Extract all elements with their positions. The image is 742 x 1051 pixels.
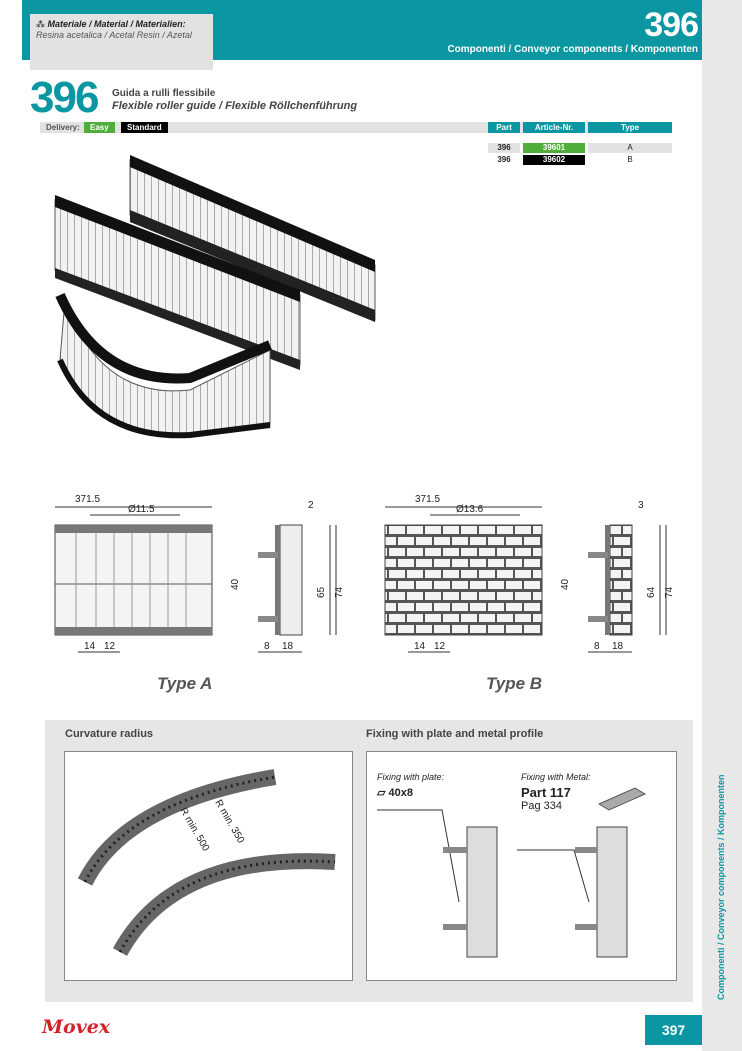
type-cell: A: [588, 143, 672, 153]
delivery-bar: Delivery: Easy Standard: [40, 122, 670, 133]
type-a-label: Type A: [157, 674, 213, 693]
movex-logo: Movex: [42, 1016, 111, 1038]
fixing-panel: Fixing with plate: ▱ 40x8 Fixing with Me…: [366, 751, 677, 981]
article-cell: 39602: [523, 155, 585, 165]
plate-label: Fixing with plate:: [377, 772, 445, 782]
type-b-drawing: 371.5 Ø13.6 14 12 40 64 74 3 8 18: [384, 494, 675, 653]
part-cell: 396: [488, 143, 520, 153]
section-number: 396: [644, 6, 699, 44]
article-cell: 39601: [523, 143, 585, 153]
dim-40: 40: [230, 578, 241, 590]
metal-part: Part 117: [521, 785, 571, 800]
part-cell: 396: [497, 155, 511, 164]
dim-74: 74: [334, 586, 345, 598]
side-category-text: Componenti / Conveyor components / Kompo…: [716, 774, 726, 1000]
material-icon: ⁂: [36, 19, 48, 29]
plate-icon: ▱: [377, 787, 389, 799]
fixing-drawing: [377, 787, 647, 958]
category-title: Componenti / Conveyor components / Kompo…: [447, 44, 698, 55]
delivery-label: Delivery:: [46, 123, 80, 132]
curvature-drawing: R min. 500 R min. 350: [77, 769, 336, 956]
delivery-easy-tag: Easy: [84, 122, 115, 133]
product-image: [54, 155, 376, 439]
metal-page: Pag 334: [521, 800, 562, 812]
page-number: 397: [645, 1015, 702, 1045]
metal-label: Fixing with Metal:: [521, 772, 591, 782]
type-b-label: Type B: [486, 674, 543, 693]
table-header-part: Part: [488, 122, 520, 133]
table-header-article: Article-Nr.: [523, 122, 585, 133]
fixing-heading: Fixing with plate and metal profile: [366, 728, 544, 740]
dim-8: 8: [594, 641, 600, 652]
radius-500-label: R min. 500: [177, 806, 211, 854]
dim-18: 18: [282, 641, 294, 652]
type-a-drawing: 371.5 Ø11.5 14 12 40 65 74 2 8 18: [54, 494, 345, 653]
product-title-it: Guida a rulli flessibile: [112, 88, 216, 99]
plate-size: 40x8: [388, 787, 413, 799]
material-label: Materiale / Material / Materialien:: [47, 19, 186, 29]
product-title-en-de: Flexible roller guide / Flexible Röllche…: [112, 100, 358, 112]
dim-8: 8: [264, 641, 270, 652]
dim-diameter: Ø13.6: [456, 504, 484, 515]
table-header-type: Type: [588, 122, 672, 133]
dim-74: 74: [664, 586, 675, 598]
delivery-standard-tag: Standard: [121, 122, 168, 133]
dim-2: 2: [308, 500, 314, 511]
type-cell: B: [627, 155, 633, 164]
dim-diameter: Ø11.5: [128, 504, 155, 515]
product-number: 396: [30, 73, 99, 122]
dim-65: 65: [316, 586, 327, 598]
dim-pitch-2: 12: [434, 641, 446, 652]
curvature-heading: Curvature radius: [65, 728, 154, 740]
metal-profile-icon: [597, 787, 647, 811]
dim-64: 64: [646, 586, 657, 598]
dim-18: 18: [612, 641, 624, 652]
dim-length: 371.5: [75, 494, 100, 505]
dim-3: 3: [638, 500, 644, 511]
curvature-panel: R min. 500 R min. 350: [64, 751, 353, 981]
dim-pitch-2: 12: [104, 641, 116, 652]
dim-pitch-1: 14: [84, 641, 96, 652]
dim-length: 371.5: [415, 494, 440, 505]
radius-350-label: R min. 350: [212, 798, 246, 846]
dim-pitch-1: 14: [414, 641, 426, 652]
material-value: Resina acetalica / Acetal Resin / Azetal: [36, 30, 192, 40]
material-box: ⁂ Materiale / Material / Materialien: Re…: [30, 14, 213, 70]
right-margin-strip: [702, 0, 742, 1051]
dim-40: 40: [560, 578, 571, 590]
